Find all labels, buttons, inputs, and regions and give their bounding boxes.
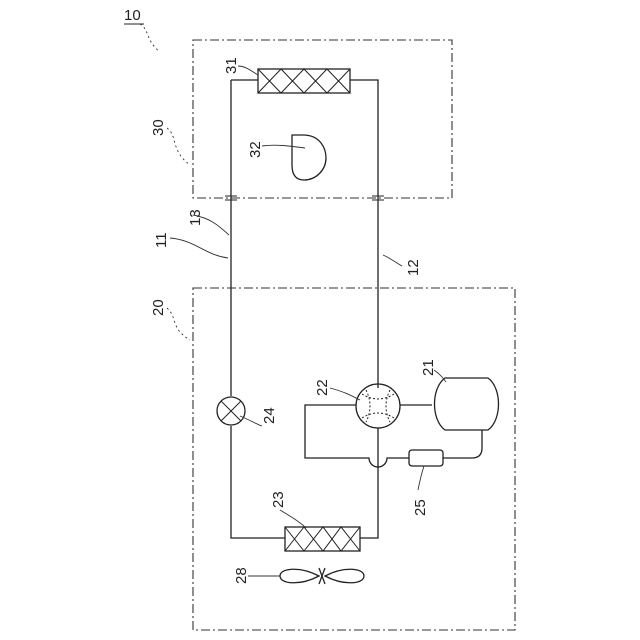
label-pipe-main: 11 [153, 232, 170, 248]
label-indoor-heat-exchanger: 31 [223, 57, 240, 74]
label-outdoor-heat-exchanger: 23 [270, 491, 287, 508]
indoor-heat-exchanger [258, 69, 350, 93]
expansion-valve [217, 397, 245, 425]
label-system: 10 [124, 7, 141, 24]
label-expansion-valve: 24 [261, 407, 278, 424]
label-outdoor-unit: 20 [150, 299, 167, 316]
label-indoor-fan: 32 [247, 141, 264, 158]
compressor [435, 378, 499, 430]
label-indoor-unit: 30 [150, 119, 167, 136]
outdoor-fan [280, 568, 364, 584]
leader-lines [140, 24, 446, 576]
indoor-fan [292, 135, 326, 180]
pipe-accumulator-compressor [443, 430, 482, 458]
label-compressor: 21 [420, 359, 437, 376]
four-way-valve [356, 384, 400, 428]
label-outdoor-fan: 28 [233, 567, 250, 584]
label-pipe-right: 12 [405, 259, 422, 276]
label-pipe-left: 13 [187, 209, 204, 226]
outdoor-heat-exchanger [285, 527, 360, 551]
label-four-way-valve: 22 [314, 379, 331, 396]
label-accumulator: 25 [412, 499, 429, 516]
pipe-outdoor-hx-right [360, 428, 378, 538]
pipe-indoor-hx-right [350, 80, 378, 388]
accumulator [409, 450, 443, 466]
